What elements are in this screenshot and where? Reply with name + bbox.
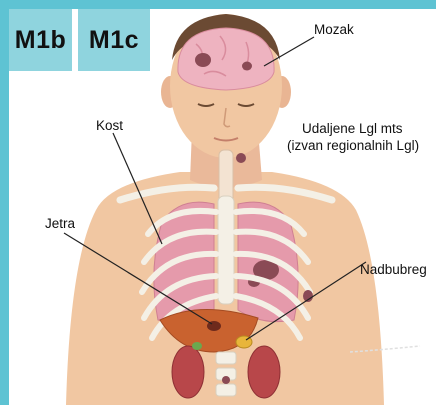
- gall-bladder: [192, 342, 202, 350]
- label-distant-nodes-2: (izvan regionalnih Lgl): [287, 138, 419, 153]
- neck-node-metastasis: [236, 153, 246, 163]
- brain-metastasis-2: [242, 62, 252, 71]
- label-brain: Mozak: [314, 22, 354, 37]
- label-bone: Kost: [96, 118, 123, 133]
- stage-tab-m1b: M1b: [9, 9, 72, 71]
- label-distant-nodes-1: Udaljene Lgl mts: [302, 121, 403, 136]
- label-adrenal: Nadbubreg: [360, 262, 427, 277]
- sternum: [218, 196, 234, 304]
- left-kidney: [172, 346, 204, 398]
- spine-metastasis: [222, 376, 230, 384]
- spine: [216, 352, 236, 396]
- right-kidney: [248, 346, 280, 398]
- brain: [178, 28, 274, 90]
- stage-tab-m1c: M1c: [78, 9, 150, 71]
- label-liver: Jetra: [45, 216, 75, 231]
- brain-metastasis-1: [195, 53, 211, 67]
